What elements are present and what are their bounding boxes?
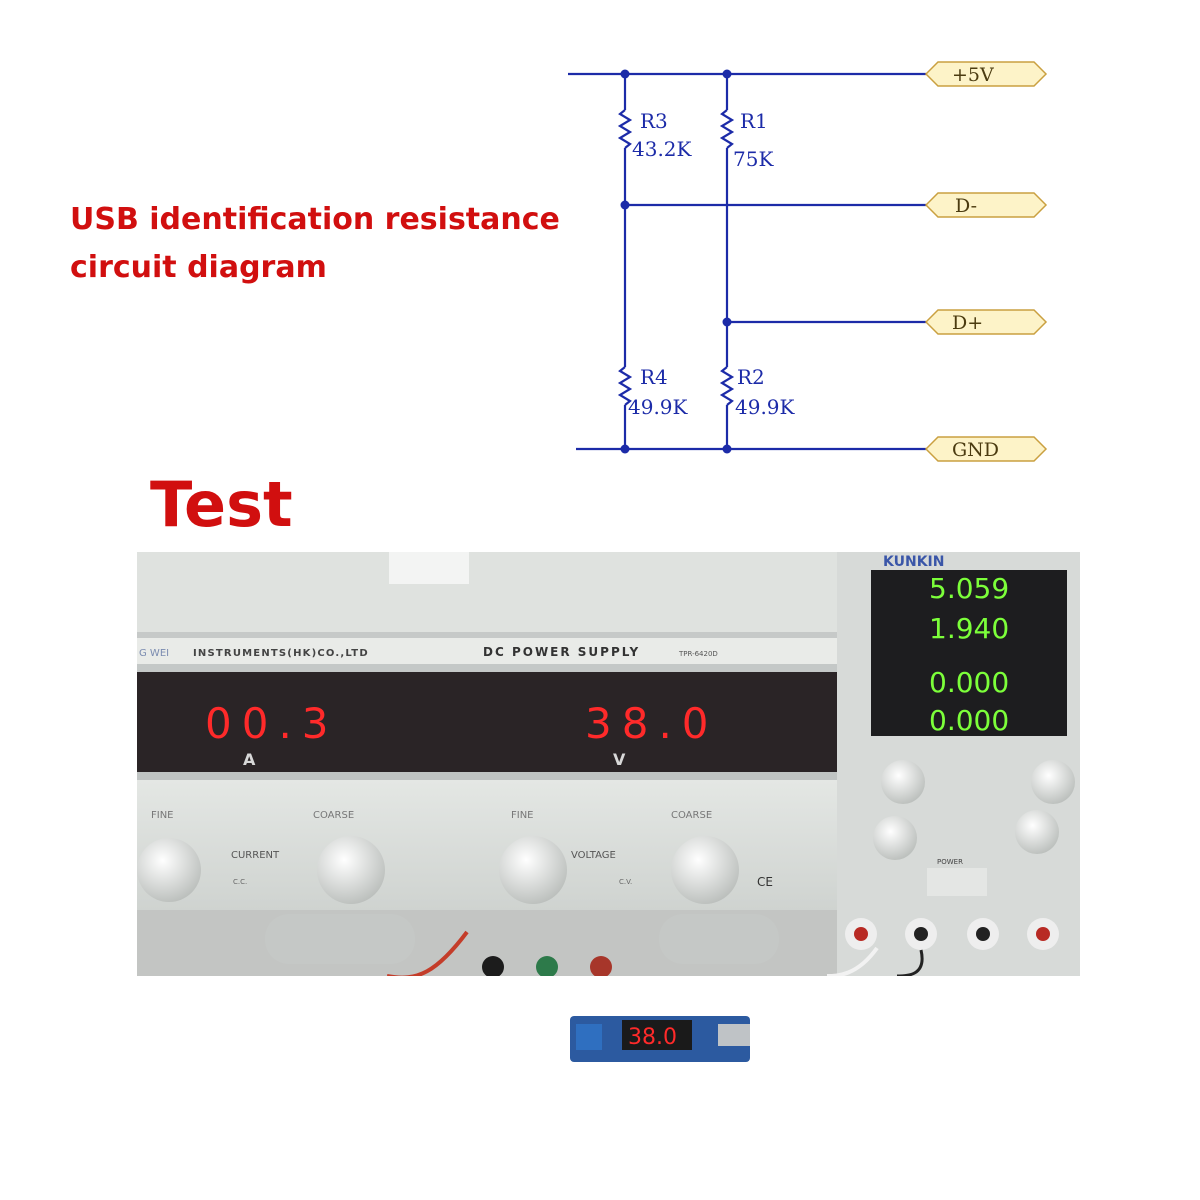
ce-mark: CE bbox=[757, 875, 773, 889]
brand-prefix: G WEI bbox=[139, 648, 169, 659]
net-label-dplus: D+ bbox=[924, 309, 1048, 335]
svg-text:+5V: +5V bbox=[952, 64, 994, 86]
junction-dots bbox=[620, 69, 732, 454]
right-readout-1: 5.059 bbox=[929, 572, 1009, 605]
svg-text:GND: GND bbox=[952, 439, 999, 461]
supply-model: TPR-6420D bbox=[678, 650, 718, 658]
test-setup-photo: G WEI INSTRUMENTS(HK)CO.,LTD DC POWER SU… bbox=[137, 552, 1080, 976]
resistor-r1-ref: R1 bbox=[740, 109, 768, 133]
brand-left: INSTRUMENTS(HK)CO.,LTD bbox=[193, 648, 369, 659]
current-fine-knob bbox=[137, 838, 201, 902]
knob-label-2: COARSE bbox=[313, 810, 354, 821]
right-readout-4: 0.000 bbox=[929, 704, 1009, 737]
net-label-dminus: D- bbox=[924, 192, 1048, 218]
net-labels: +5V D- D+ GND bbox=[924, 61, 1048, 462]
test-heading: Test bbox=[150, 468, 293, 541]
voltage-coarse-knob bbox=[671, 836, 739, 904]
supply-label: DC POWER SUPPLY bbox=[483, 645, 640, 659]
right-readout-2: 1.940 bbox=[929, 612, 1009, 645]
voltage-unit: V bbox=[613, 750, 626, 769]
cv-label: C.V. bbox=[619, 878, 632, 886]
module-readout: 38.0 bbox=[628, 1025, 677, 1050]
knob-label-4: COARSE bbox=[671, 810, 712, 821]
right-display bbox=[871, 570, 1067, 736]
usb-resistor-schematic: R3 43.2K R1 75K R4 49.9K R2 49.9K +5V D-… bbox=[568, 61, 1048, 462]
boost-module: 38.0 bbox=[570, 1016, 750, 1062]
diagram-caption-line1: USB identification resistance bbox=[70, 202, 560, 237]
control-panel bbox=[137, 780, 847, 910]
diagram-caption-line2: circuit diagram bbox=[70, 250, 327, 285]
resistor-r2-ref: R2 bbox=[737, 365, 765, 389]
current-readout: 00.3 bbox=[205, 699, 339, 748]
supply-top bbox=[137, 552, 837, 632]
resistor-r4-value: 49.9K bbox=[628, 395, 689, 419]
current-group-label: CURRENT bbox=[231, 850, 280, 861]
svg-text:D+: D+ bbox=[952, 312, 983, 334]
voltage-group-label: VOLTAGE bbox=[571, 850, 616, 861]
right-readout-3: 0.000 bbox=[929, 666, 1009, 699]
net-label-5v: +5V bbox=[924, 61, 1048, 87]
knob-label-3: FINE bbox=[511, 810, 534, 821]
resistor-r3-value: 43.2K bbox=[632, 137, 693, 161]
right-brand: KUNKIN bbox=[883, 554, 944, 570]
cc-label: C.C. bbox=[233, 878, 247, 886]
diagram-caption: USB identification resistance circuit di… bbox=[70, 196, 590, 292]
current-unit: A bbox=[243, 750, 256, 769]
voltage-readout: 38.0 bbox=[585, 699, 719, 748]
net-label-gnd: GND bbox=[924, 436, 1048, 462]
display-window bbox=[137, 672, 842, 772]
voltage-fine-knob bbox=[499, 836, 567, 904]
svg-text:D-: D- bbox=[955, 195, 977, 217]
resistor-r4-ref: R4 bbox=[640, 365, 668, 389]
current-coarse-knob bbox=[317, 836, 385, 904]
knob-label-1: FINE bbox=[151, 810, 174, 821]
resistor-r1-value: 75K bbox=[733, 147, 774, 171]
resistor-r2-value: 49.9K bbox=[735, 395, 796, 419]
power-label: POWER bbox=[937, 858, 963, 866]
resistor-r3-ref: R3 bbox=[640, 109, 668, 133]
